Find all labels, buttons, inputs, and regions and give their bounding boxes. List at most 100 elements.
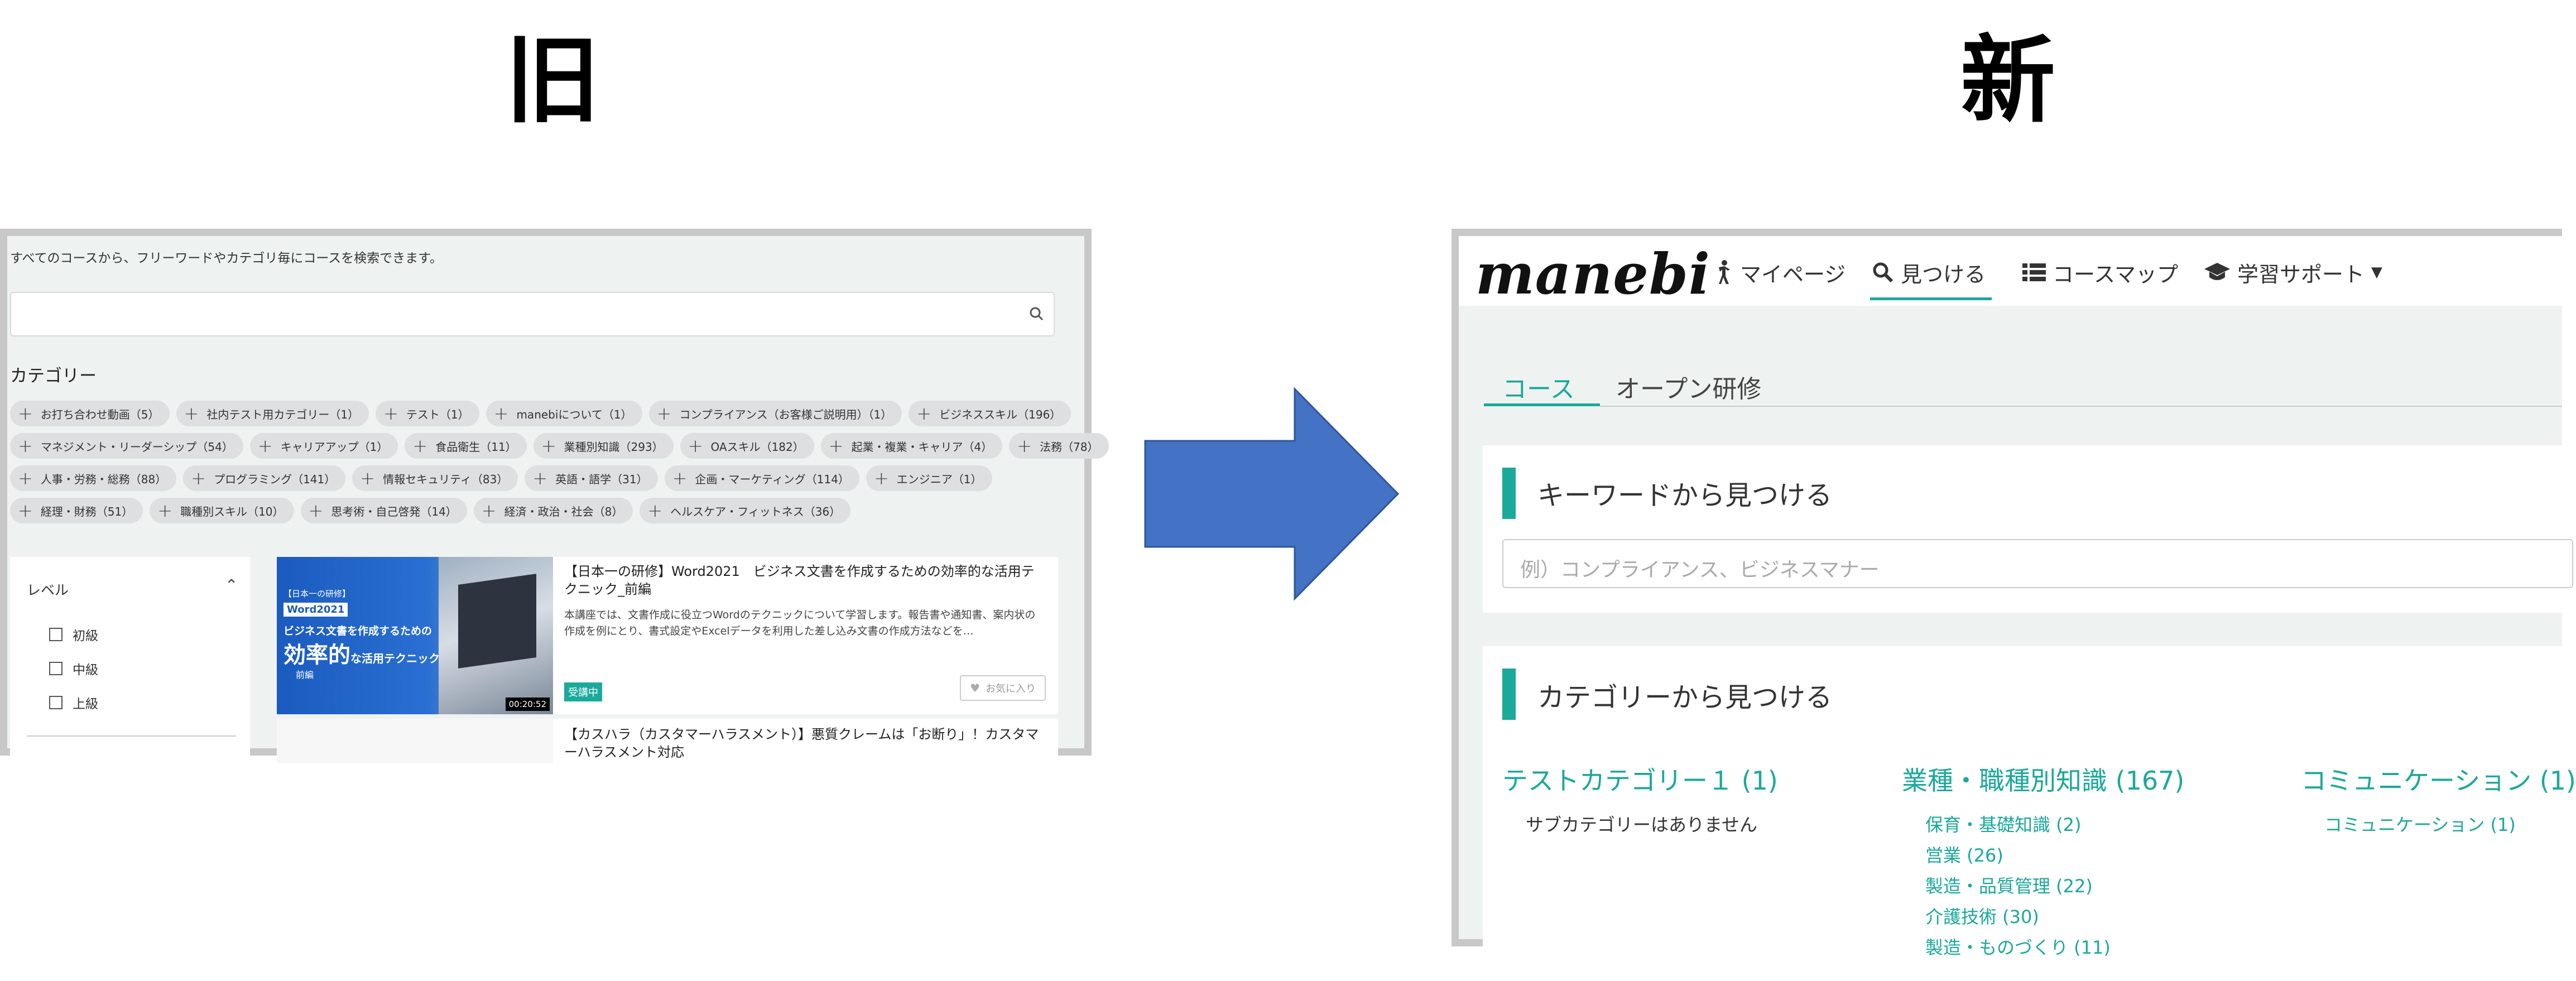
category-chip-label: ビジネススキル（196） — [939, 407, 1061, 421]
level-option-beginner[interactable]: 初級 — [49, 625, 98, 644]
category-chip[interactable]: +法務（78） — [1009, 433, 1109, 459]
level-option-intermediate[interactable]: 中級 — [49, 659, 98, 678]
category-chip-label: 企画・マーケティング（114） — [695, 472, 849, 486]
category-chip[interactable]: +経済・政治・社会（8） — [473, 498, 633, 523]
plus-icon: + — [873, 468, 889, 489]
category-chip[interactable]: +キャリアアップ（1） — [249, 433, 398, 459]
category-chip[interactable]: +プログラミング（141） — [183, 465, 346, 491]
category-column: テストカテゴリー１ (1) サブカテゴリーはありません — [1502, 761, 1778, 840]
category-chip-label: 職種別スキル（10） — [180, 504, 284, 518]
course-card[interactable]: 【カスハラ（カスタマーハラスメント）】悪質クレームは「お断り」！カスタマーハラス… — [277, 719, 1058, 763]
nav-learning-support[interactable]: 学習サポート ▼ — [2204, 258, 2382, 287]
plus-icon: + — [541, 435, 556, 456]
section-title: キーワードから見つける — [1537, 480, 1833, 511]
category-column: 業種・職種別知識 (167) 保育・基礎知識 (2) 営業 (26) 製造・品質… — [1902, 761, 2184, 963]
category-chip[interactable]: +OAスキル（182） — [680, 433, 814, 459]
category-chip-label: プログラミング（141） — [214, 472, 336, 486]
category-chip[interactable]: +経理・財務（51） — [10, 498, 143, 523]
thumb-text: ビジネス文書を作成するための — [283, 625, 432, 637]
level-option-advanced[interactable]: 上級 — [49, 693, 98, 712]
category-chip[interactable]: +思考術・自己啓発（14） — [300, 498, 467, 523]
plus-icon: + — [532, 468, 548, 489]
old-screenshot: すべてのコースから、フリーワードやカテゴリ毎にコースを検索できます。 カテゴリー… — [0, 229, 1109, 763]
checkbox[interactable] — [49, 662, 63, 675]
person-icon — [1719, 260, 1730, 284]
category-heading[interactable]: テストカテゴリー１ (1) — [1502, 766, 1778, 796]
duration-badge: 00:20:52 — [505, 698, 550, 711]
course-description: 本講座では、文書作成に役立つWordのテクニックについて学習します。報告書や通知… — [564, 609, 1036, 637]
course-thumbnail[interactable]: 【日本一の研修】 Word2021 ビジネス文書を作成するための 効率的な活用テ… — [277, 557, 553, 714]
nav-coursemap[interactable]: コースマップ — [2022, 258, 2178, 287]
category-chip[interactable]: +社内テスト用カテゴリー（1） — [176, 401, 369, 426]
category-chip[interactable]: +お打ち合わせ動画（5） — [10, 401, 170, 426]
category-heading[interactable]: コミュニケーション (1) — [2301, 766, 2576, 796]
plus-icon: + — [688, 435, 703, 456]
new-label: 新 — [1960, 26, 2056, 136]
plus-icon: + — [184, 403, 199, 424]
category-chip-label: 英語・語学（31） — [555, 472, 648, 486]
level-option-label: 上級 — [73, 697, 98, 711]
category-chip-label: マネジメント・リーダーシップ（54） — [40, 440, 233, 454]
plus-icon: + — [672, 468, 688, 489]
category-chip[interactable]: + マネジメント・リーダーシップ（54） — [10, 433, 243, 459]
nav-mypage[interactable]: マイページ — [1715, 258, 1846, 287]
level-option-label: 中級 — [73, 663, 98, 677]
subcategory-link[interactable]: 製造・ものづくり (11) — [1925, 937, 2111, 958]
search-input[interactable] — [10, 292, 1055, 336]
divider — [1600, 406, 2562, 407]
plus-icon: + — [412, 435, 428, 456]
course-title[interactable]: 【日本一の研修】Word2021 ビジネス文書を作成するための効率的な活用テクニ… — [564, 564, 1035, 598]
category-chip[interactable]: +エンジニア（1） — [866, 465, 992, 491]
plus-icon: + — [828, 435, 844, 456]
nav-find[interactable]: 見つける — [1872, 258, 1986, 287]
tab-open-training[interactable]: オープン研修 — [1616, 375, 1762, 403]
search-icon[interactable] — [1026, 303, 1048, 325]
keyword-search-panel: キーワードから見つける 例）コンプライアンス、ビジネスマナー — [1483, 445, 2573, 613]
category-chip-label: 人事・労務・総務（88） — [40, 472, 167, 486]
subcategory-link[interactable]: 保育・基礎知識 (2) — [1925, 814, 2082, 835]
category-chip[interactable]: + 起業・複業・キャリア（4） — [820, 433, 1003, 459]
favorite-button[interactable]: ♥お気に入り — [960, 675, 1046, 701]
category-chip[interactable]: +職種別スキル（10） — [150, 498, 294, 523]
plus-icon: + — [18, 435, 33, 456]
category-chip[interactable]: +manebiについて（1） — [486, 401, 642, 426]
thumb-text: 前編 — [296, 670, 314, 680]
category-chip[interactable]: + 業種別知識（293） — [533, 433, 674, 459]
category-chip[interactable]: +テスト（1） — [376, 401, 479, 426]
plus-icon: + — [481, 500, 497, 521]
keyword-input[interactable]: 例）コンプライアンス、ビジネスマナー — [1502, 539, 2573, 588]
logo[interactable]: manebi — [1476, 241, 1710, 307]
course-card[interactable]: 【日本一の研修】 Word2021 ビジネス文書を作成するための 効率的な活用テ… — [277, 557, 1058, 714]
thumb-text: 【日本一の研修】 — [283, 589, 351, 599]
category-chip[interactable]: + ビジネススキル（196） — [909, 401, 1071, 426]
category-chip[interactable]: + 企画・マーケティング（114） — [664, 465, 859, 491]
category-heading[interactable]: 業種・職種別知識 (167) — [1902, 766, 2185, 796]
category-chip[interactable]: +コンプライアンス（お客様ご説明用）（1） — [648, 401, 902, 426]
course-thumbnail[interactable] — [277, 719, 553, 763]
category-chip-label: 食品衛生（11） — [435, 440, 517, 454]
subcategory-link[interactable]: 営業 (26) — [1925, 845, 2003, 866]
category-chip-label: 起業・複業・キャリア（4） — [851, 440, 993, 454]
subcategory-link[interactable]: 製造・品質管理 (22) — [1925, 876, 2093, 897]
category-chip[interactable]: + 英語・語学（31） — [525, 465, 658, 491]
subcategory-link[interactable]: 介護技術 (30) — [1925, 906, 2039, 927]
subcategory-link[interactable]: コミュニケーション (1) — [2324, 814, 2516, 835]
graduation-cap-icon — [2204, 263, 2230, 280]
divider — [27, 735, 236, 737]
plus-icon: + — [656, 403, 672, 424]
checkbox[interactable] — [49, 628, 63, 641]
category-chip-label: 業種別知識（293） — [564, 440, 664, 454]
category-chip-label: ヘルスケア・フィットネス（36） — [670, 504, 841, 518]
category-chip[interactable]: +ヘルスケア・フィットネス（36） — [640, 498, 851, 523]
category-chip[interactable]: +情報セキュリティ（83） — [352, 465, 518, 491]
category-chip[interactable]: +人事・労務・総務（88） — [10, 465, 177, 491]
course-title[interactable]: 【カスハラ（カスタマーハラスメント）】悪質クレームは「お断り」！カスタマーハラス… — [564, 727, 1039, 761]
checkbox[interactable] — [49, 696, 63, 709]
chevron-up-icon[interactable]: ⌃ — [225, 576, 238, 594]
chip-row: +お打ち合わせ動画（5）+社内テスト用カテゴリー（1） +テスト（1） +maneb… — [10, 401, 1071, 426]
category-chip-label: 経理・財務（51） — [40, 504, 133, 518]
plus-icon: + — [916, 403, 932, 424]
category-chip[interactable]: + 食品衛生（11） — [405, 433, 527, 459]
category-panel: カテゴリーから見つける テストカテゴリー１ (1) サブカテゴリーはありません … — [1483, 646, 2576, 981]
tab-course[interactable]: コース — [1502, 375, 1575, 403]
